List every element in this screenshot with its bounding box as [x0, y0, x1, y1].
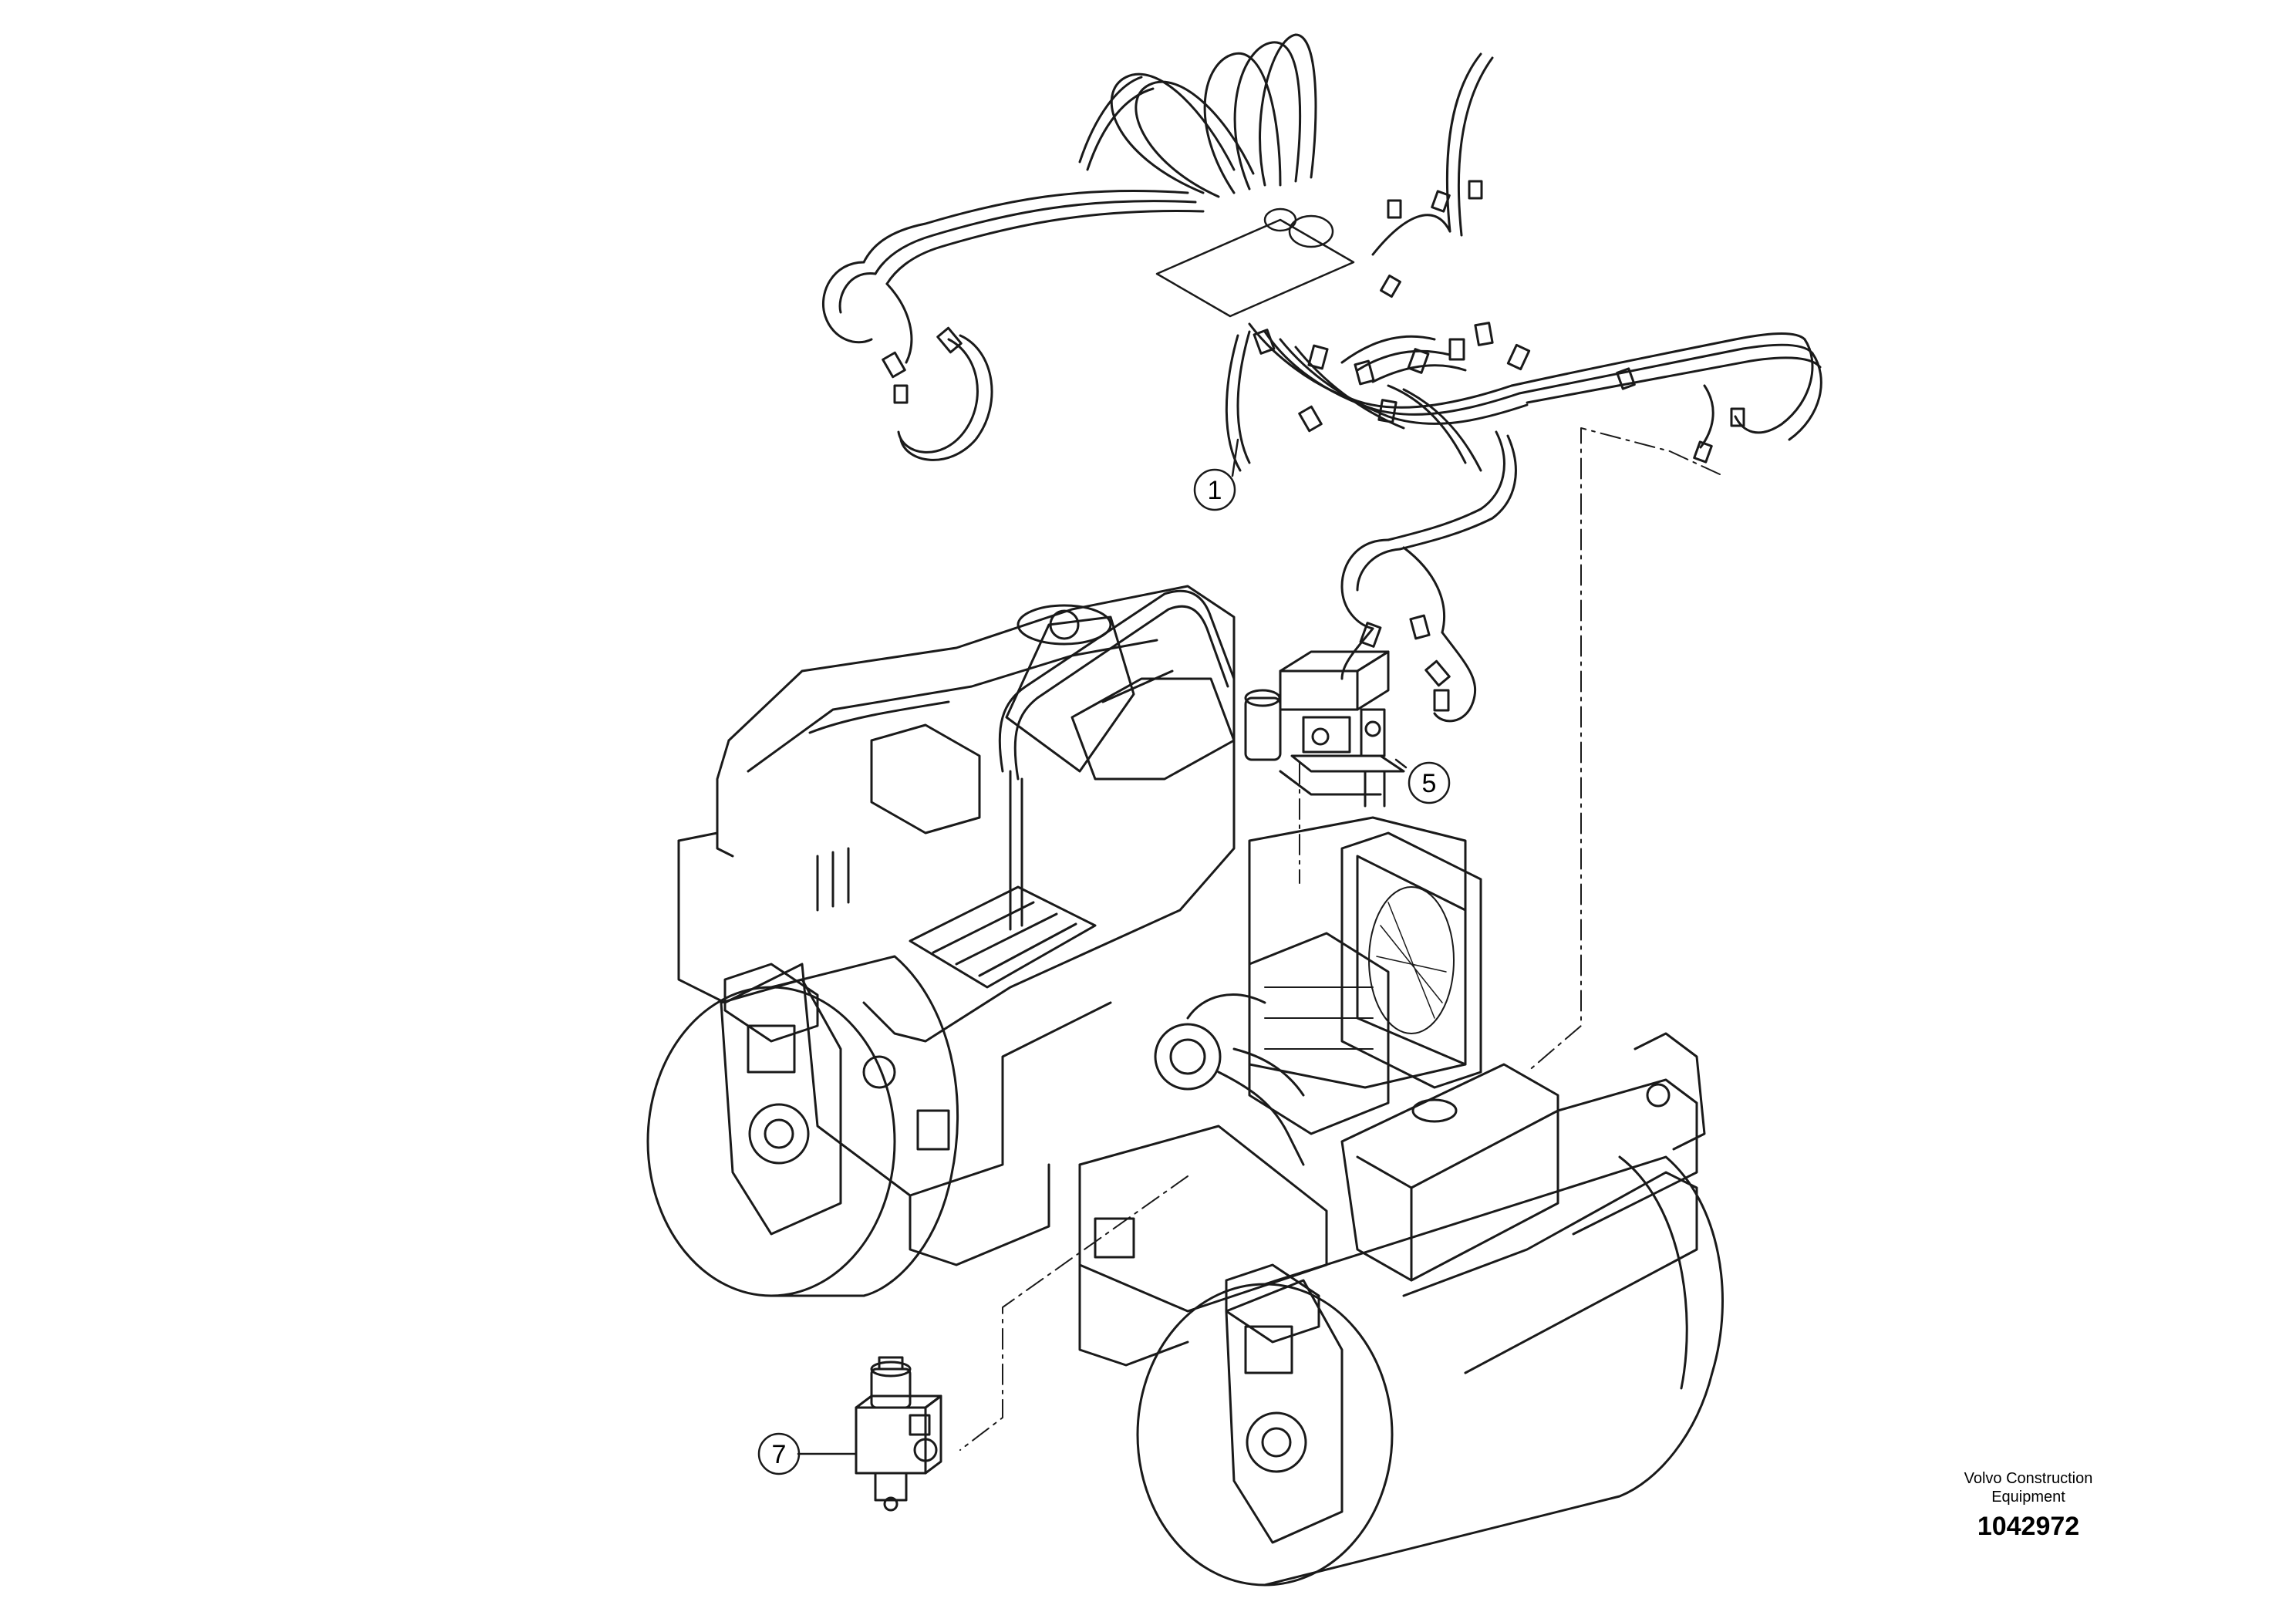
callout-number-5: 5: [1422, 769, 1437, 798]
manufacturer-label: Volvo Construction Equipment: [1882, 1469, 2175, 1506]
drawing-number: 1042972: [1977, 1512, 2080, 1541]
callout-number-7: 7: [772, 1440, 787, 1469]
control-valve: [855, 1356, 942, 1512]
roller-machine: [646, 585, 1724, 1587]
callout-circle-1: [1193, 468, 1236, 511]
hose-bundle: [821, 33, 1822, 723]
callout-circle-7: [757, 1432, 801, 1475]
callout-number-1: 1: [1208, 476, 1222, 505]
manufacturer-line-2: Equipment: [1991, 1489, 2065, 1506]
manufacturer-line-1: Volvo Construction: [1964, 1470, 2093, 1487]
valve-block: [1244, 650, 1405, 808]
callout-circle-5: [1408, 761, 1451, 804]
